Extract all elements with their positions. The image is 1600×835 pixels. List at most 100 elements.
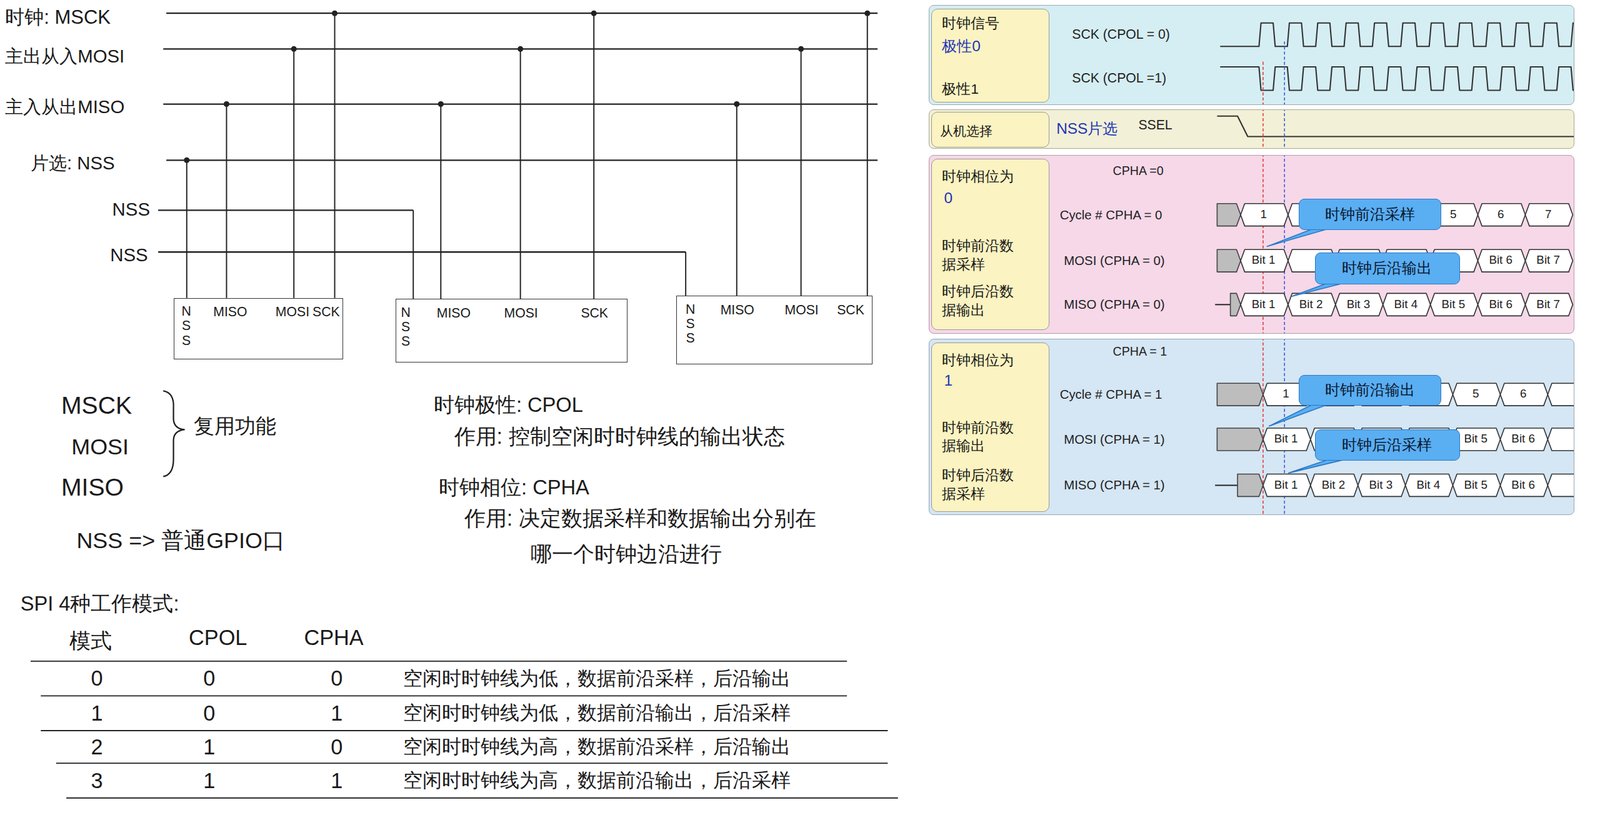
annotation-text: 时钟后沿数据输出 — [941, 282, 1018, 320]
table-cell: 空闲时时钟线为高，数据前沿输出，后沿采样 — [403, 768, 791, 794]
bit-label: 6 — [1518, 387, 1528, 401]
bit-cell — [1263, 474, 1311, 497]
callout-pointer — [1268, 405, 1327, 427]
note-text: 作用: 决定数据采样和数据输出分别在 — [464, 504, 817, 533]
table-rule — [56, 762, 889, 764]
bit-cell — [1335, 293, 1383, 317]
bit-cell — [1547, 383, 1575, 406]
bit-cell — [1477, 249, 1525, 272]
sample-marker — [1262, 110, 1264, 150]
bit-label: Bit 6 — [1510, 478, 1537, 492]
callout-text: 时钟前沿输出 — [1325, 380, 1415, 400]
note-text: MISO — [61, 471, 124, 504]
bit-cell — [1452, 383, 1500, 406]
bit-cell — [1500, 383, 1548, 406]
pin-name: MISO — [436, 304, 471, 322]
table-header: CPOL — [188, 623, 247, 652]
table-cell: 1 — [330, 766, 343, 795]
note-text: 哪一个时钟边沿进行 — [530, 540, 722, 569]
clock-wave — [1220, 23, 1575, 47]
callout-bubble: 时钟前沿采样 — [1298, 198, 1442, 231]
bit-cell — [1240, 203, 1289, 227]
bit-label: Bit 4 — [1415, 478, 1442, 492]
callout-bubble: 时钟后沿输出 — [1315, 252, 1460, 285]
table-cell: 0 — [330, 733, 343, 762]
pin-name: MOSI — [785, 301, 819, 319]
bit-cell — [1382, 293, 1430, 317]
table-rule — [30, 660, 847, 662]
pin-wire — [736, 104, 738, 297]
signal-name: Cycle # CPHA = 1 — [1060, 386, 1163, 404]
table-cell: 1 — [203, 766, 215, 795]
clock-wave — [1220, 66, 1575, 91]
signal-label: NSS — [110, 243, 148, 267]
band-label-box: 时钟信号极性0极性1 — [931, 8, 1050, 103]
bit-label: 1 — [1258, 208, 1268, 222]
bit-cell — [1405, 474, 1453, 497]
timing-band: 从机选择NSS片选 SSEL — [928, 109, 1575, 150]
table-cell: 1 — [91, 699, 104, 728]
table-cell: 空闲时时钟线为低，数据前沿采样，后沿输出 — [403, 666, 791, 692]
idle-segment — [1216, 203, 1241, 227]
pin-wire — [334, 13, 336, 299]
slave-device-box: NSSMISOMOSISCK — [676, 295, 872, 364]
pin-name: NSS — [399, 305, 413, 349]
bit-label: Bit 6 — [1510, 432, 1537, 446]
idle-segment — [1216, 383, 1263, 406]
note-text: 作用: 控制空闲时时钟线的输出状态 — [454, 422, 785, 451]
table-cell: 1 — [330, 699, 343, 728]
table-cell: 0 — [330, 664, 343, 693]
signal-name: MISO (CPHA = 1) — [1063, 476, 1165, 494]
bit-label: 5 — [1448, 208, 1458, 222]
bit-label: Bit 6 — [1487, 297, 1514, 311]
bit-label: 7 — [1543, 208, 1553, 222]
signal-label: 主入从出MISO — [5, 95, 125, 119]
note-text: 时钟相位: CPHA — [438, 474, 590, 501]
pin-wire — [293, 48, 295, 298]
signal-label: 时钟: MSCK — [5, 5, 111, 30]
signal-name: MOSI (CPHA = 1) — [1063, 431, 1165, 449]
pin-wire — [225, 104, 227, 299]
table-cell: 0 — [203, 699, 215, 728]
bit-cell — [1240, 293, 1289, 317]
table-cell: 0 — [203, 664, 215, 693]
table-cell: 空闲时时钟线为高，数据前沿采样，后沿输出 — [403, 734, 791, 760]
signal-name: SSEL — [1138, 116, 1172, 134]
timing-band: 时钟信号极性0极性1SCK (CPOL = 0)SCK (CPOL =1) — [928, 5, 1575, 105]
sample-marker — [1262, 339, 1264, 515]
signal-label: 片选: NSS — [30, 151, 115, 175]
bit-cell — [1547, 428, 1575, 451]
bit-cell — [1500, 474, 1548, 497]
junction-dot — [291, 46, 297, 52]
junction-dot — [183, 157, 190, 164]
bit-label: Bit 5 — [1440, 297, 1467, 311]
annotation-text: 时钟相位为 — [941, 167, 1014, 187]
note-text: 时钟极性: CPOL — [433, 391, 584, 419]
bit-label: Bit 7 — [1535, 297, 1562, 311]
signal-name: SCK (CPOL = 0) — [1071, 25, 1170, 44]
bit-label: Bit 2 — [1298, 297, 1325, 311]
pin-wire — [800, 48, 802, 296]
bus-line — [166, 159, 878, 161]
signal-name: MISO (CPHA = 0) — [1063, 296, 1165, 314]
signal-name: Cycle # CPHA = 0 — [1060, 206, 1163, 224]
callout-bubble: 时钟前沿输出 — [1298, 375, 1442, 406]
table-cell: 1 — [203, 733, 215, 762]
annotation-text: 极性0 — [941, 36, 981, 57]
band-label-box: 从机选择NSS片选 — [931, 111, 1050, 148]
idle-line — [1215, 485, 1238, 487]
note-text: 复用功能 — [193, 413, 277, 440]
bit-label: Bit 4 — [1393, 297, 1420, 311]
bus-line — [158, 251, 686, 253]
pin-name: SCK — [312, 303, 340, 321]
pin-wire — [520, 48, 522, 299]
bit-cell — [1240, 249, 1289, 272]
callout-text: 时钟前沿采样 — [1325, 204, 1415, 225]
idle-segment — [1237, 474, 1264, 497]
annotation-text: 时钟前沿数据输出 — [941, 418, 1018, 456]
junction-dot — [331, 10, 338, 17]
table-cell: 3 — [91, 766, 104, 795]
signal-name: CPHA =0 — [1113, 163, 1164, 179]
annotation-text: 时钟前沿数据采样 — [941, 236, 1018, 274]
table-cell: 空闲时时钟线为低，数据前沿输出，后沿采样 — [403, 700, 791, 726]
